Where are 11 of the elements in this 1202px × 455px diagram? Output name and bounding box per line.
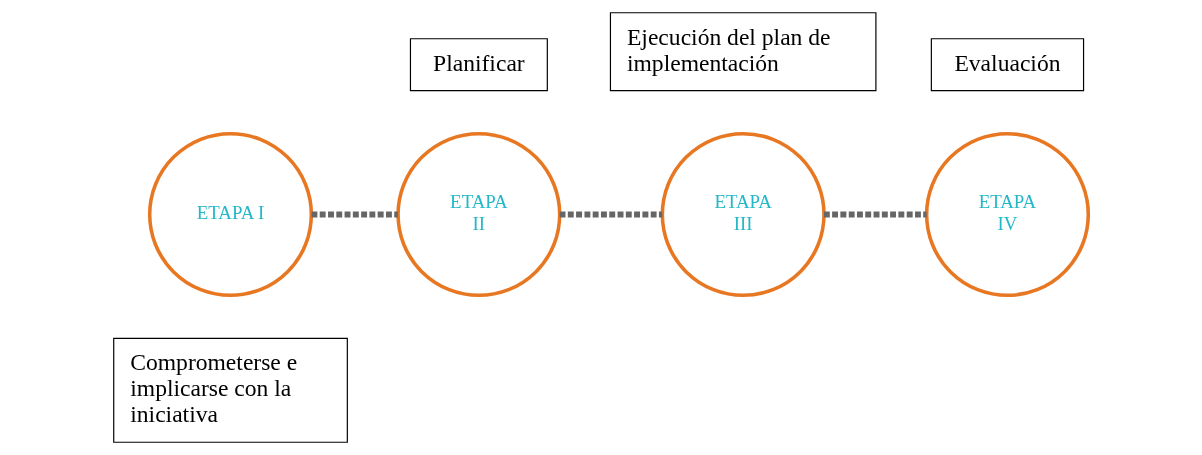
node-box: Planificar: [409, 38, 548, 92]
node-box: Ejecución del plan de implementación: [609, 12, 877, 92]
node-box: Evaluación: [930, 38, 1085, 92]
node-circle: ETAPA III: [660, 131, 826, 298]
node-box: Comprometerse e implicarse con la iniciativa: [113, 337, 348, 443]
node-circle: ETAPA I: [147, 131, 314, 298]
connector: [824, 211, 927, 218]
node-circle: ETAPA II: [396, 131, 562, 298]
connector: [559, 211, 663, 218]
connector: [311, 211, 398, 218]
node-circle: ETAPA IV: [924, 131, 1091, 298]
